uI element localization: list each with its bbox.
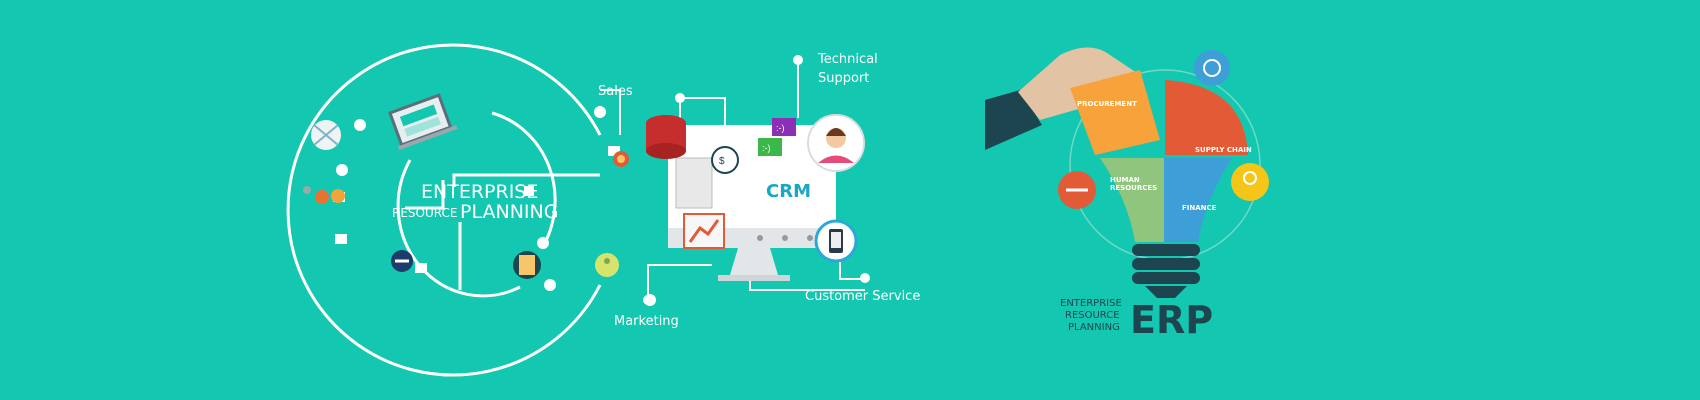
database-icon xyxy=(646,115,686,159)
human-resources-label-1: HUMAN xyxy=(1110,176,1140,184)
svg-text:$: $ xyxy=(719,156,725,167)
erp-enterprise-label: ENTERPRISE xyxy=(421,181,538,203)
handshake-icon xyxy=(1058,171,1096,209)
caption-planning: PLANNING xyxy=(1068,322,1120,333)
svg-text::-): :-) xyxy=(762,143,771,153)
monitor-screen xyxy=(668,125,836,240)
human-resources-label-2: RESOURCES xyxy=(1110,184,1157,192)
crm-screen-label: CRM xyxy=(766,181,811,202)
document-icon xyxy=(513,251,541,279)
erp-acronym: ERP xyxy=(1130,298,1213,342)
team-table-icon xyxy=(311,120,341,150)
mobile-phone-icon xyxy=(814,219,858,263)
lightbulb-idea-icon xyxy=(1231,163,1269,201)
customer-service-label: Customer Service xyxy=(805,289,920,304)
svg-text::-): :-) xyxy=(776,123,785,133)
sales-label: Sales xyxy=(598,84,633,99)
finance-label: FINANCE xyxy=(1182,204,1217,212)
erp-resource-label: RESOURCE xyxy=(392,206,457,220)
technical-support-label-2: Support xyxy=(818,71,869,86)
procurement-label: PROCUREMENT xyxy=(1077,100,1137,108)
org-chart-icon xyxy=(595,253,619,277)
support-agent-avatar xyxy=(807,114,865,172)
outer-ring xyxy=(286,43,602,377)
dollar-signal-icon: $ xyxy=(711,146,739,174)
caption-resource: RESOURCE xyxy=(1065,310,1120,321)
caption-enterprise: ENTERPRISE xyxy=(1060,298,1122,309)
inner-ring xyxy=(491,111,557,249)
laptop-icon xyxy=(388,93,458,151)
handshake-icon xyxy=(391,250,413,272)
suit-sleeve xyxy=(985,90,1042,150)
supply-chain-label: SUPPLY CHAIN xyxy=(1195,146,1252,154)
supply-chain-piece xyxy=(1165,80,1248,155)
marketing-label: Marketing xyxy=(614,314,679,329)
erp-planning-label: PLANNING xyxy=(460,201,558,223)
crm-diagram: $ :-) :-) CRM Sales Technical Support Cu… xyxy=(598,52,920,329)
bulb-base xyxy=(1132,244,1200,298)
erp-lightbulb-illustration: PROCUREMENT SUPPLY CHAIN HUMAN RESOURCES… xyxy=(985,47,1269,342)
chat-bubble-icons: :-) :-) xyxy=(758,118,796,156)
finance-piece xyxy=(1164,158,1232,242)
technical-support-label-1: Technical xyxy=(817,52,878,67)
target-icon xyxy=(613,151,629,167)
human-resources-piece xyxy=(1100,158,1164,242)
target-icon xyxy=(1194,50,1230,86)
gears-icon xyxy=(303,186,345,204)
procurement-piece xyxy=(1070,70,1160,155)
growth-chart-icon xyxy=(683,213,725,249)
